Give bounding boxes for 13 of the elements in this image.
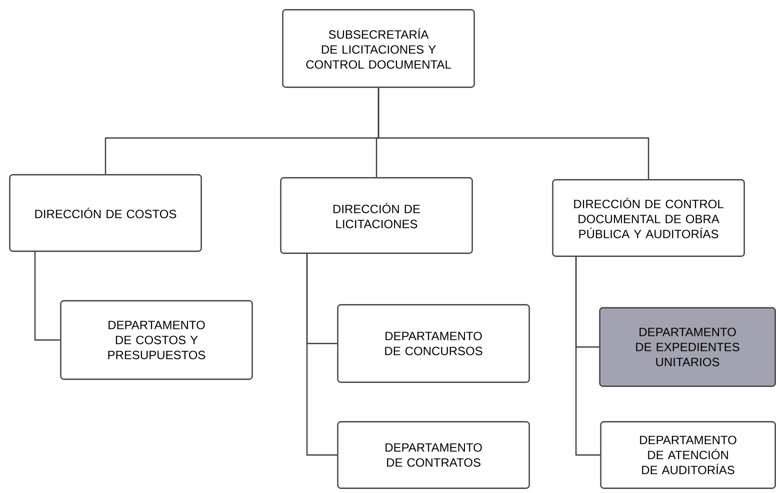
org-box: DEPARTAMENTO DE CONTRATOS: [337, 421, 530, 489]
org-box: DIRECCIÓN DE COSTOS: [9, 174, 202, 252]
org-box: DEPARTAMENTO DE CONCURSOS: [337, 304, 530, 383]
connector-line: [306, 253, 338, 456]
org-box: SUBSECRETARÍA DE LICITACIONES Y CONTROL DOCUMENTAL: [282, 9, 475, 88]
org-box: DIRECCIÓN DE CONTROL DOCUMENTAL DE OBRA PÚBLICA Y AUDITORÍAS: [552, 179, 745, 257]
org-box: DEPARTAMENTO DE EXPEDIENTES UNITARIOS: [599, 307, 776, 387]
org-box: DEPARTAMENTO DE COSTOS Y PRESUPUESTOS: [60, 300, 253, 380]
org-box: DEPARTAMENTO DE ATENCIÓN DE AUDITORÍAS: [600, 421, 776, 489]
connector-line: [34, 251, 60, 341]
connector-line: [378, 88, 650, 180]
org-box: DIRECCIÓN DE LICITACIONES: [280, 177, 473, 254]
connector-line: [575, 256, 600, 456]
